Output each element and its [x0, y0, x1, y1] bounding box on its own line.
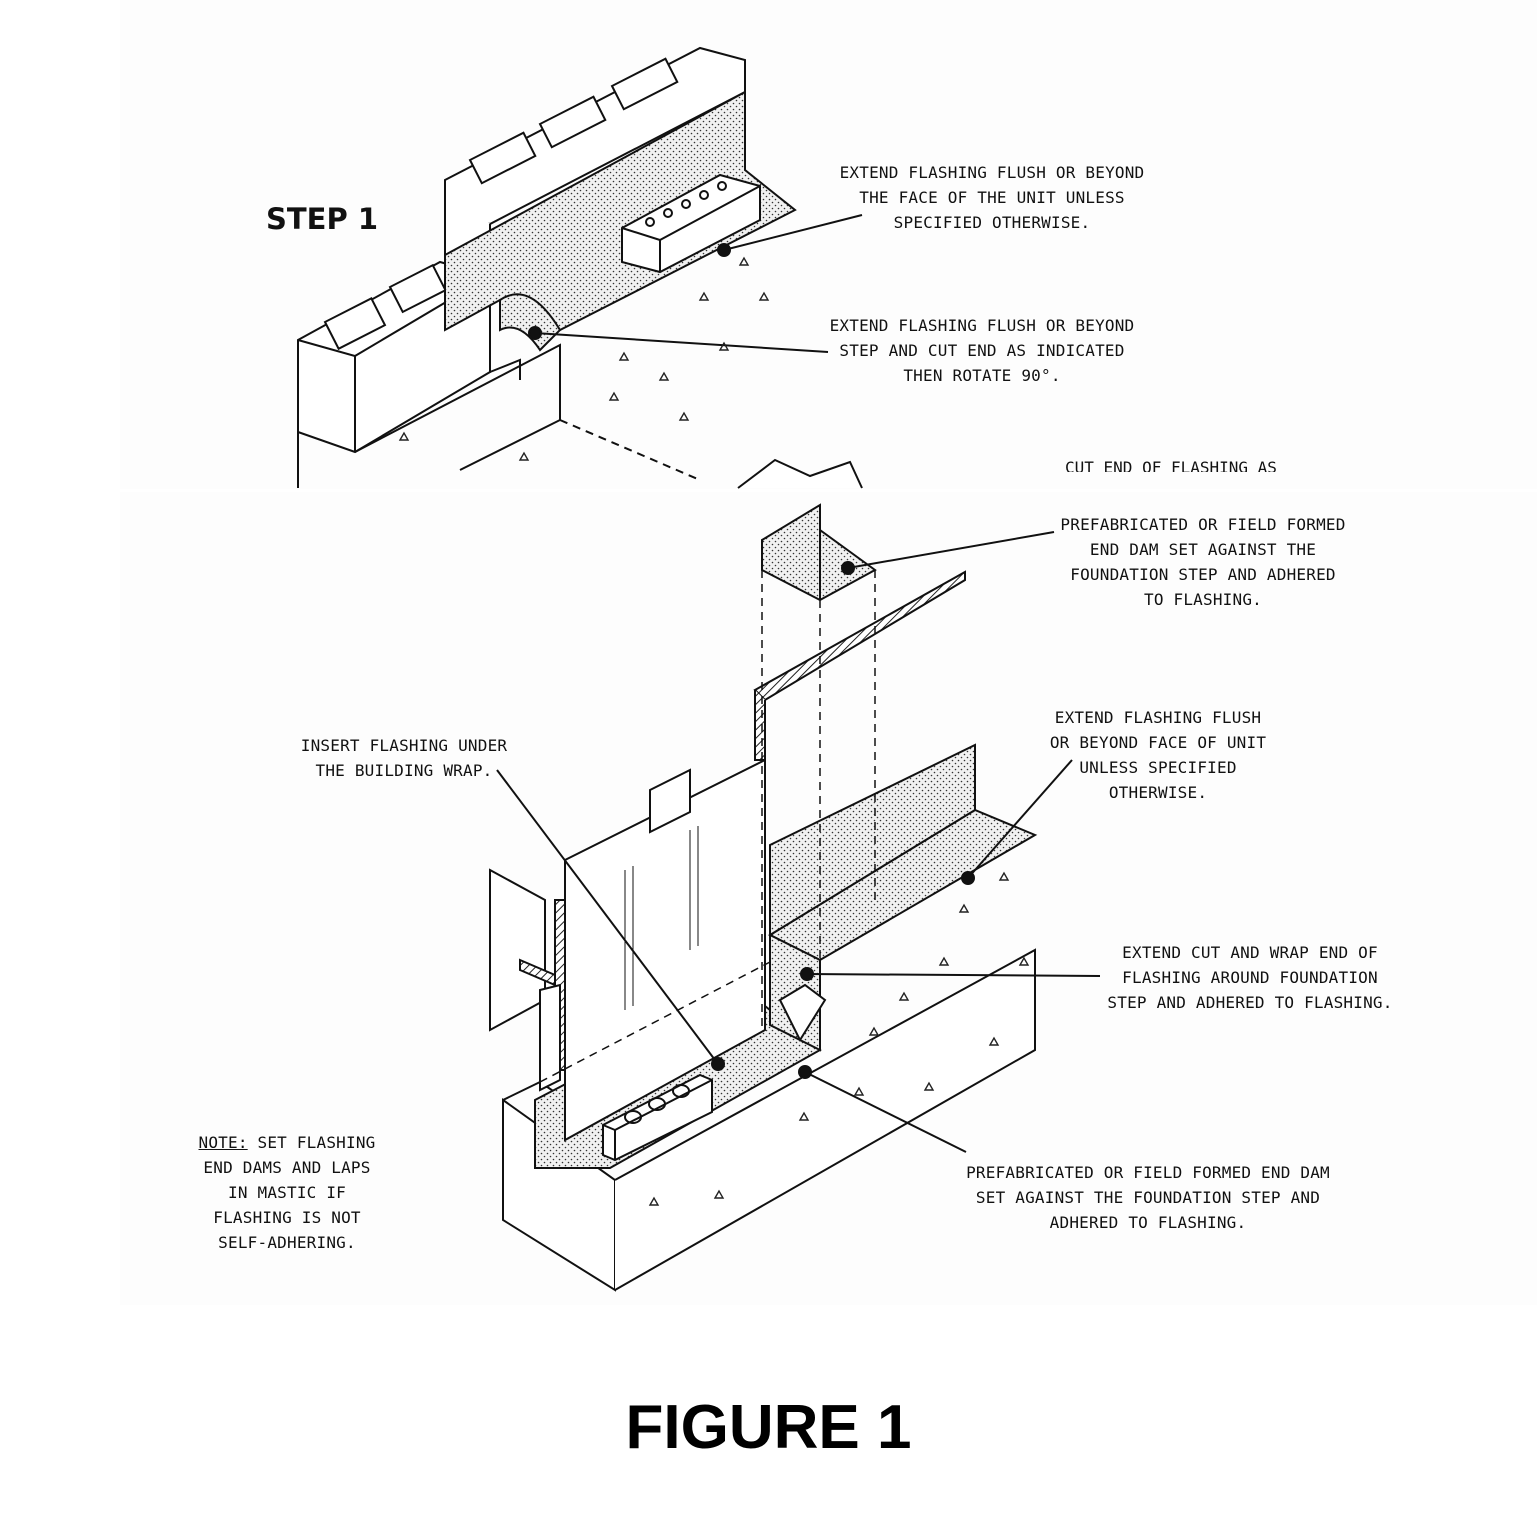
label-wrap-end: EXTEND CUT AND WRAP END OF FLASHING AROU…: [1107, 943, 1393, 1012]
label-insert-under-wrap: INSERT FLASHING UNDER THE BUILDING WRAP.: [300, 736, 508, 780]
label-top-flush-face: EXTEND FLASHING FLUSH OR BEYOND THE FACE…: [839, 163, 1145, 232]
concrete-aggregate-marks: [398, 256, 1030, 1206]
label-end-dam-bottom: PREFABRICATED OR FIELD FORMED END DAM SE…: [966, 1163, 1330, 1232]
figure-title: FIGURE 1: [625, 1393, 912, 1462]
note: NOTE: SET FLASHING END DAMS AND LAPS IN …: [192, 1130, 382, 1255]
label-end-dam-top: PREFABRICATED OR FIELD FORMED END DAM SE…: [1060, 515, 1346, 609]
label-cut-end-partial: CUT END OF FLASHING AS: [1065, 458, 1277, 472]
label-top-flush-step: EXTEND FLASHING FLUSH OR BEYOND STEP AND…: [829, 316, 1135, 385]
step-title: STEP 1: [266, 202, 379, 236]
note-body: SET FLASHING END DAMS AND LAPS IN MASTIC…: [203, 1133, 376, 1252]
step1-drawing: [297, 46, 863, 489]
foundation-step-drawing: [489, 503, 1101, 1292]
note-prefix: NOTE:: [198, 1133, 248, 1152]
label-extend-flush-unit: EXTEND FLASHING FLUSH OR BEYOND FACE OF …: [1049, 708, 1267, 802]
